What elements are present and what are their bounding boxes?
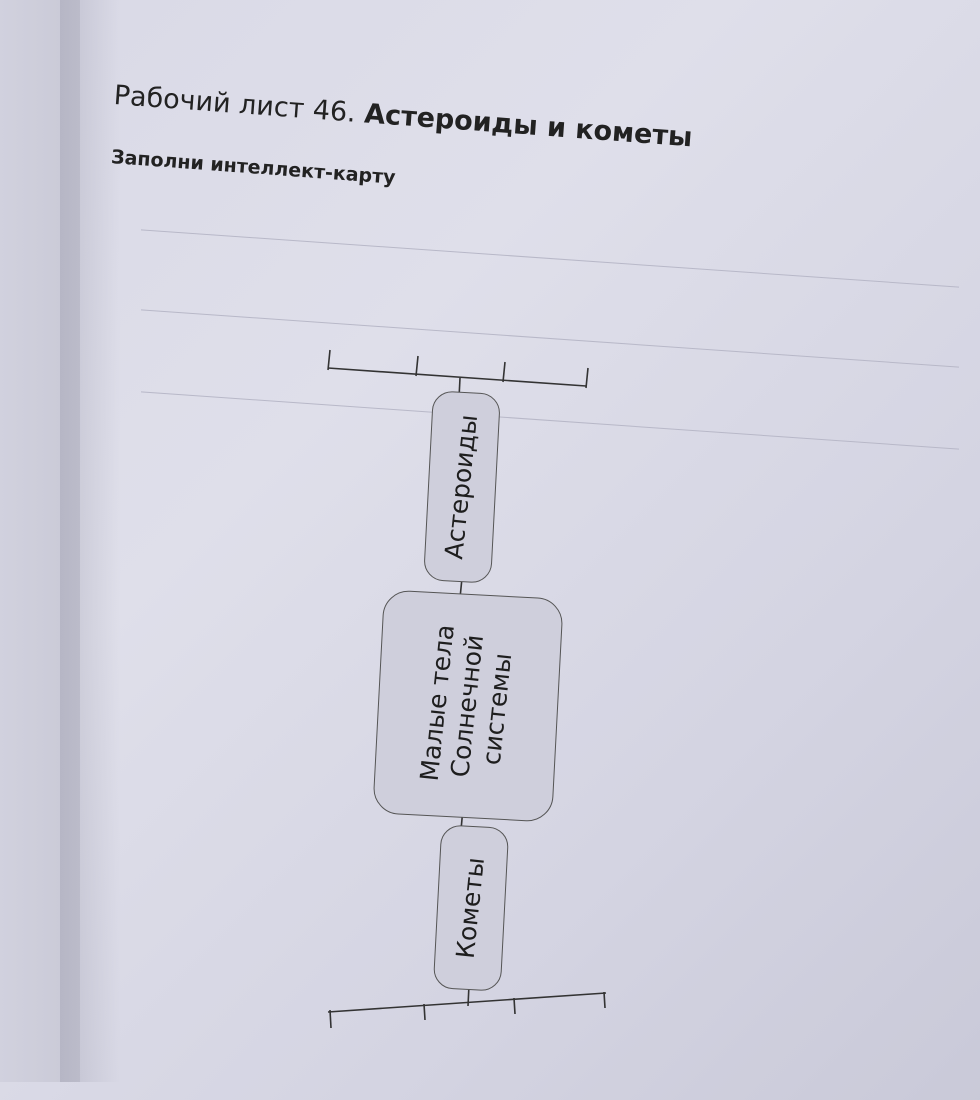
branch-comets-label: Кометы xyxy=(450,855,491,960)
bottom-branch-tick xyxy=(423,1003,426,1021)
branch-comets-box: Кометы xyxy=(432,824,510,992)
bottom-branch-tick xyxy=(603,991,606,1009)
central-topic-box: Малые тела Солнечной системы xyxy=(372,589,564,823)
top-branch-tick xyxy=(502,361,506,383)
top-branch-bar xyxy=(327,367,587,387)
top-branch-tick xyxy=(327,349,331,371)
top-branch-tick xyxy=(585,367,589,389)
left-page-edge xyxy=(0,0,80,1082)
bottom-branch-bar xyxy=(327,992,607,1013)
top-branch-tick xyxy=(415,355,419,377)
branch-asteroids-label: Астероиды xyxy=(439,413,484,561)
page-gutter-shadow xyxy=(60,0,120,1082)
branch-asteroids-box: Астероиды xyxy=(423,390,501,584)
bottom-branch-tick xyxy=(329,1009,332,1029)
bottom-branch-tick xyxy=(513,997,516,1015)
central-topic-text: Малые тела Солнечной системы xyxy=(415,623,521,789)
